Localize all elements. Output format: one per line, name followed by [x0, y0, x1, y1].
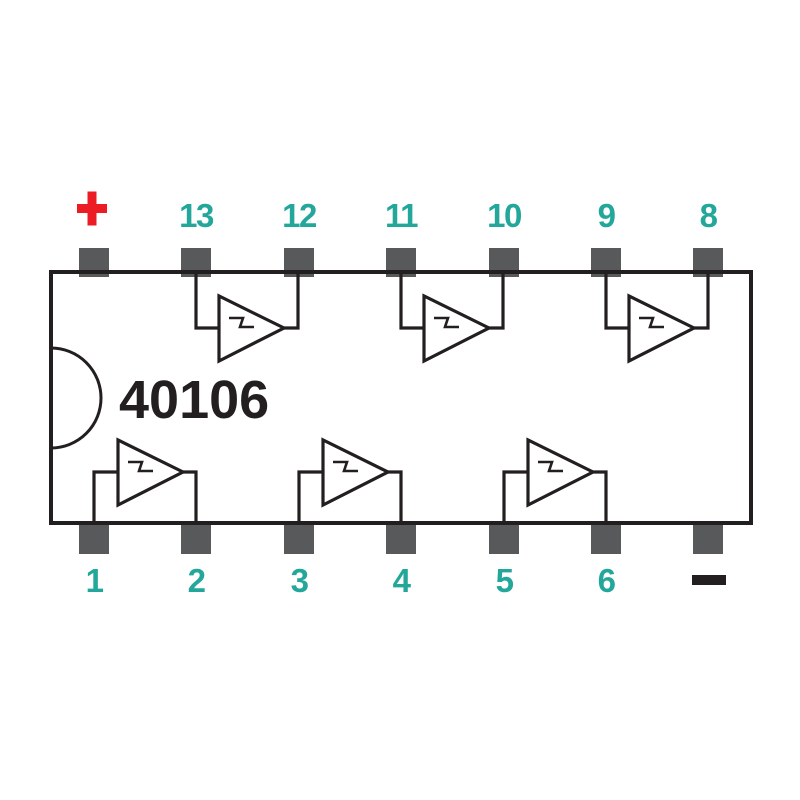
gate-input-wire	[502, 470, 528, 523]
pin-label-12: 12	[282, 197, 317, 234]
pin-stub-3	[284, 521, 314, 554]
inverter-gate-11-10	[399, 272, 505, 364]
gate-input-wire	[604, 272, 629, 330]
inverter-triangle-icon	[422, 293, 493, 364]
gate-output-wire	[693, 272, 710, 330]
pin-labels-top: 13 12 11 10 9 8	[179, 197, 719, 234]
pin-label-6: 6	[598, 562, 616, 599]
pin-stub-1	[79, 521, 109, 554]
inverter-triangle-icon	[526, 437, 597, 508]
pin-label-13: 13	[179, 197, 214, 234]
inverter-gate-1-2	[92, 437, 198, 523]
pin-label-2: 2	[188, 562, 206, 599]
inverter-gate-9-8	[604, 272, 710, 364]
minus-bar	[692, 575, 726, 585]
gate-output-wire	[387, 470, 403, 523]
pin-labels-bottom: 1 2 3 4 5 6	[86, 562, 618, 599]
hysteresis-icon	[333, 460, 358, 473]
pin-stubs-bottom	[79, 521, 723, 554]
inverter-gate-13-12	[194, 272, 300, 364]
hysteresis-icon	[639, 316, 664, 329]
gate-output-wire	[488, 272, 505, 330]
gate-input-wire	[297, 470, 323, 523]
gate-output-wire	[182, 470, 198, 523]
inverter-triangle-icon	[217, 293, 288, 364]
inverter-triangle-icon	[321, 437, 392, 508]
gate-output-wire	[283, 272, 300, 330]
hysteresis-icon	[434, 316, 459, 329]
inverter-triangle-icon	[627, 293, 698, 364]
pin-stub-7	[693, 521, 723, 554]
gate-input-wire	[194, 272, 219, 330]
pin-label-8: 8	[700, 197, 718, 234]
pin-label-4: 4	[393, 562, 412, 599]
inverter-gate-5-6	[502, 437, 608, 523]
hysteresis-icon	[538, 460, 563, 473]
gate-input-wire	[92, 470, 118, 523]
pin-stub-4	[386, 521, 416, 554]
hysteresis-icon	[229, 316, 254, 329]
gate-input-wire	[399, 272, 424, 330]
pin1-notch-icon	[50, 346, 103, 450]
inverter-triangle-icon	[116, 437, 187, 508]
plus-icon	[77, 191, 107, 226]
pin-stub-5	[489, 521, 519, 554]
minus-icon	[692, 575, 726, 585]
pin-stub-6	[591, 521, 621, 554]
pin-label-3: 3	[291, 562, 309, 599]
pin-label-10: 10	[487, 197, 521, 234]
pin-label-1: 1	[86, 562, 104, 599]
pin-label-5: 5	[496, 562, 514, 599]
pin-stub-2	[181, 521, 211, 554]
pin-label-11: 11	[385, 197, 418, 234]
gate-output-wire	[592, 470, 608, 523]
hysteresis-icon	[128, 460, 153, 473]
inverter-gate-3-4	[297, 437, 403, 523]
part-number-label: 40106	[119, 370, 269, 430]
pin-label-9: 9	[598, 197, 616, 234]
plus-vertical-bar	[87, 191, 97, 226]
